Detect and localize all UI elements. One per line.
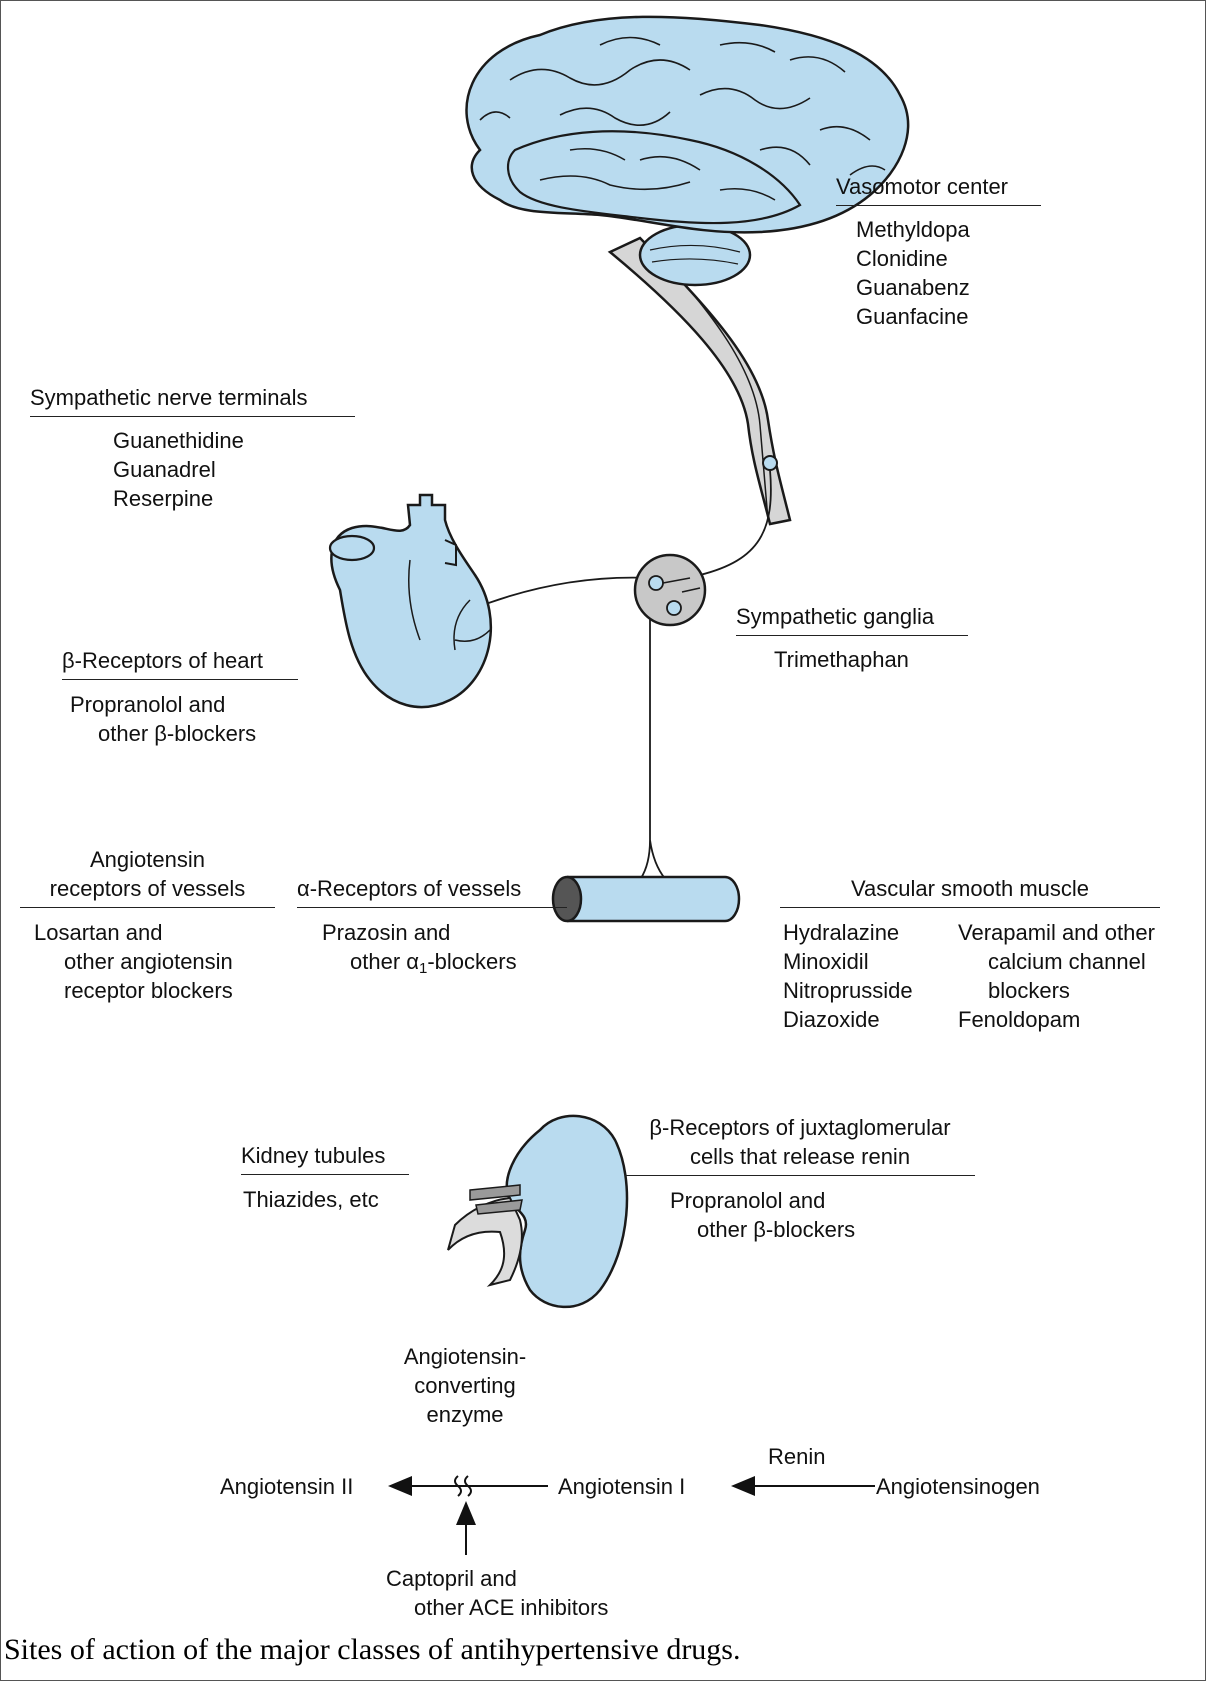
alpha-drug-suffix: -blockers <box>427 949 516 974</box>
ganglia-title: Sympathetic ganglia <box>736 602 968 636</box>
vasomotor-drug: Clonidine <box>856 244 948 273</box>
angiotensin-receptors-title-line1: Angiotensin <box>20 845 275 874</box>
juxtaglomerular-title-line1: β-Receptors of juxtaglomerular <box>625 1113 975 1142</box>
ganglia-drug: Trimethaphan <box>774 645 909 674</box>
kidney-icon <box>448 1116 627 1307</box>
juxtaglomerular-title-line2: cells that release renin <box>625 1142 975 1171</box>
juxtaglomerular-drug: Propranolol and <box>670 1186 825 1215</box>
alpha-receptors-drug: other α1-blockers <box>350 947 517 983</box>
blood-vessel-icon <box>553 877 739 921</box>
kidney-tubules-title: Kidney tubules <box>241 1141 409 1175</box>
cerebellum <box>640 225 750 285</box>
nerve-terminals-drug: Guanethidine <box>113 426 244 455</box>
smooth-muscle-drug: Diazoxide <box>783 1005 880 1034</box>
ace-enzyme-line: Angiotensin- <box>390 1342 540 1371</box>
renin-label: Renin <box>768 1442 825 1471</box>
nerve-terminals-drug: Guanadrel <box>113 455 216 484</box>
smooth-muscle-drug: Hydralazine <box>783 918 899 947</box>
alpha-receptors-drug: Prazosin and <box>322 918 450 947</box>
alpha-receptors-title: α-Receptors of vessels <box>297 874 567 908</box>
smooth-muscle-drug: Minoxidil <box>783 947 869 976</box>
ace-enzyme-line: enzyme <box>390 1400 540 1429</box>
angiotensin-i-label: Angiotensin I <box>558 1472 685 1501</box>
angiotensinogen-label: Angiotensinogen <box>876 1472 1040 1501</box>
angiotensin-receptors-drug: receptor blockers <box>64 976 233 1005</box>
nerve-fiber-ganglion-to-heart <box>470 578 650 610</box>
angiotensin-receptors-drug: other angiotensin <box>64 947 233 976</box>
angiotensin-receptors-drug: Losartan and <box>34 918 162 947</box>
heart-drug: Propranolol and <box>70 690 225 719</box>
smooth-muscle-drug: calcium channel <box>988 947 1146 976</box>
vasomotor-drug: Guanabenz <box>856 273 970 302</box>
smooth-muscle-drug: blockers <box>988 976 1070 1005</box>
smooth-muscle-drug: Fenoldopam <box>958 1005 1080 1034</box>
brain-icon <box>467 17 909 524</box>
nerve-terminals-title: Sympathetic nerve terminals <box>30 383 355 417</box>
ace-inhibitors-label: other ACE inhibitors <box>414 1593 608 1622</box>
smooth-muscle-drug: Nitroprusside <box>783 976 913 1005</box>
kidney-tubules-drug: Thiazides, etc <box>243 1185 379 1214</box>
alpha-drug-prefix: other α <box>350 949 419 974</box>
juxtaglomerular-drug: other β-blockers <box>697 1215 855 1244</box>
ace-enzyme-label: Angiotensin- converting enzyme <box>390 1342 540 1429</box>
nerve-fiber-ganglion-to-vessel <box>620 605 690 895</box>
figure-caption: Sites of action of the major classes of … <box>4 1630 740 1670</box>
angiotensin-receptors-title-line2: receptors of vessels <box>20 874 275 903</box>
angiotensin-ii-label: Angiotensin II <box>220 1472 353 1501</box>
vasomotor-center-title: Vasomotor center <box>836 172 1041 206</box>
vasomotor-drug: Methyldopa <box>856 215 970 244</box>
heart-receptors-title: β-Receptors of heart <box>62 646 298 680</box>
smooth-muscle-drug: Verapamil and other <box>958 918 1155 947</box>
ace-enzyme-line: converting <box>390 1371 540 1400</box>
heart-drug: other β-blockers <box>98 719 256 748</box>
ace-inhibitors-label: Captopril and <box>386 1564 517 1593</box>
vasomotor-drug: Guanfacine <box>856 302 969 331</box>
smooth-muscle-title: Vascular smooth muscle <box>780 874 1160 908</box>
nerve-terminals-drug: Reserpine <box>113 484 213 513</box>
juxtaglomerular-title: β-Receptors of juxtaglomerular cells tha… <box>625 1113 975 1176</box>
angiotensin-receptors-title: Angiotensin receptors of vessels <box>20 845 275 908</box>
ganglion-icon <box>635 555 705 625</box>
heart-icon <box>330 495 491 707</box>
